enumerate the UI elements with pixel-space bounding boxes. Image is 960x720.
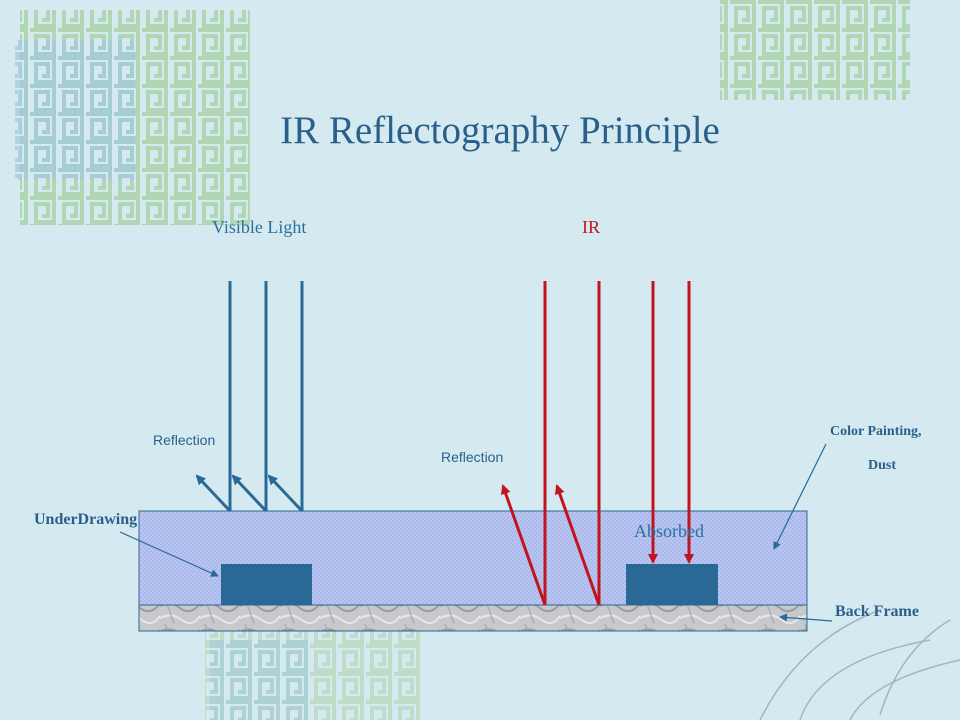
pointer-lines xyxy=(119,443,833,622)
visible-reflections xyxy=(195,474,304,513)
back-frame xyxy=(138,604,808,632)
pattern-top-left-blue xyxy=(15,40,135,180)
absorbed-label: Absorbed xyxy=(634,521,704,541)
dust-label: Dust xyxy=(868,458,897,473)
page-title: IR Reflectography Principle xyxy=(280,109,720,152)
pattern-top-right xyxy=(720,0,910,100)
reflection-label-right: Reflection xyxy=(441,449,504,465)
back-frame-pointer xyxy=(779,613,833,622)
underdrawing-label: UnderDrawing xyxy=(34,511,138,528)
visible-light-label: Visible Light xyxy=(212,217,307,237)
pattern-bottom-blue xyxy=(210,640,310,720)
underdrawing-block-right xyxy=(626,564,718,605)
ir-reflections xyxy=(500,484,601,606)
color-painting-label: Color Painting, xyxy=(830,424,922,439)
visible-reflection-2 xyxy=(231,474,268,513)
underdrawing-block-left xyxy=(221,564,312,605)
color-painting-pointer xyxy=(773,443,827,550)
ir-label: IR xyxy=(582,217,600,237)
grass-decoration xyxy=(759,609,960,720)
ir-reflection-1 xyxy=(500,484,547,606)
ir-reflection-2 xyxy=(554,484,601,606)
back-frame-label: Back Frame xyxy=(835,603,919,620)
reflection-label-left: Reflection xyxy=(153,432,216,448)
underdrawing-pointer xyxy=(119,531,219,577)
visible-reflection-1 xyxy=(195,474,232,513)
visible-light-rays xyxy=(228,281,304,511)
ir-rays xyxy=(543,281,694,605)
visible-reflection-3 xyxy=(267,474,304,513)
